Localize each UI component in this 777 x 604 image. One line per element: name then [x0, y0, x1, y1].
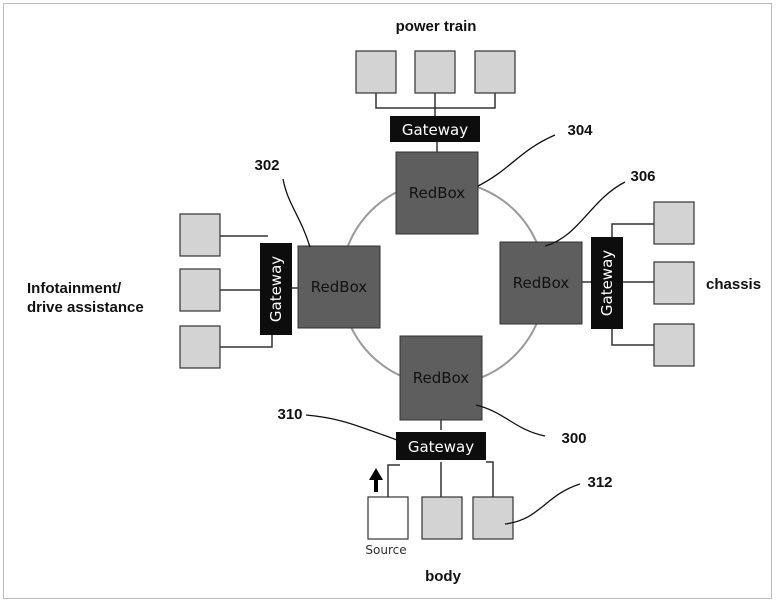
redbox-bottom: RedBox	[399, 335, 483, 421]
redbox-right: RedBox	[499, 241, 583, 325]
node-box-right-1	[653, 201, 695, 245]
ref-302: 302	[254, 157, 279, 174]
gateway-top: Gateway	[390, 116, 480, 142]
gateway-right-label: Gateway	[598, 250, 616, 316]
leader-306	[544, 181, 626, 247]
leader-312	[504, 483, 581, 525]
label-body: body	[425, 568, 461, 585]
redbox-bottom-label: RedBox	[413, 369, 470, 387]
gateway-left: Gateway	[260, 243, 292, 335]
node-box-top-3	[474, 50, 516, 94]
gateway-bottom: Gateway	[396, 432, 486, 460]
node-box-right-2	[653, 261, 695, 305]
gateway-top-label: Gateway	[402, 121, 468, 139]
label-infotainment-line2: drive assistance	[27, 299, 144, 316]
ref-300: 300	[561, 430, 586, 447]
node-box-right-3	[653, 323, 695, 367]
ref-310: 310	[277, 406, 302, 423]
leader-300	[475, 404, 546, 437]
top-connectors	[375, 93, 496, 152]
label-infotainment-line1: Infotainment/	[27, 280, 122, 297]
up-arrow-icon	[369, 468, 383, 492]
leader-302	[282, 178, 311, 248]
reference-leaders	[282, 134, 626, 525]
redbox-right-label: RedBox	[513, 274, 570, 292]
ref-312: 312	[587, 474, 612, 491]
node-box-bottom-2	[472, 496, 514, 540]
ref-304: 304	[567, 122, 593, 139]
node-box-bottom-1	[421, 496, 463, 540]
redbox-top-label: RedBox	[409, 184, 466, 202]
node-box-left-3	[179, 325, 221, 369]
redbox-top: RedBox	[395, 151, 479, 235]
node-box-top-2	[414, 50, 456, 94]
redbox-left: RedBox	[297, 245, 381, 329]
label-power-train: power train	[396, 18, 477, 35]
diagram-frame	[3, 3, 772, 599]
source-label: Source	[365, 543, 406, 557]
node-box-left-2	[179, 268, 221, 312]
gateway-left-label: Gateway	[267, 256, 285, 322]
leader-304	[477, 134, 556, 187]
gateway-bottom-label: Gateway	[408, 438, 474, 456]
redbox-left-label: RedBox	[311, 278, 368, 296]
gateway-right: Gateway	[591, 237, 623, 329]
label-chassis: chassis	[706, 276, 761, 293]
source-box	[367, 496, 409, 540]
ref-306: 306	[630, 168, 655, 185]
leader-310	[305, 414, 398, 441]
node-box-left-1	[179, 213, 221, 257]
node-box-top-1	[355, 50, 397, 94]
bottom-connectors	[387, 420, 494, 497]
